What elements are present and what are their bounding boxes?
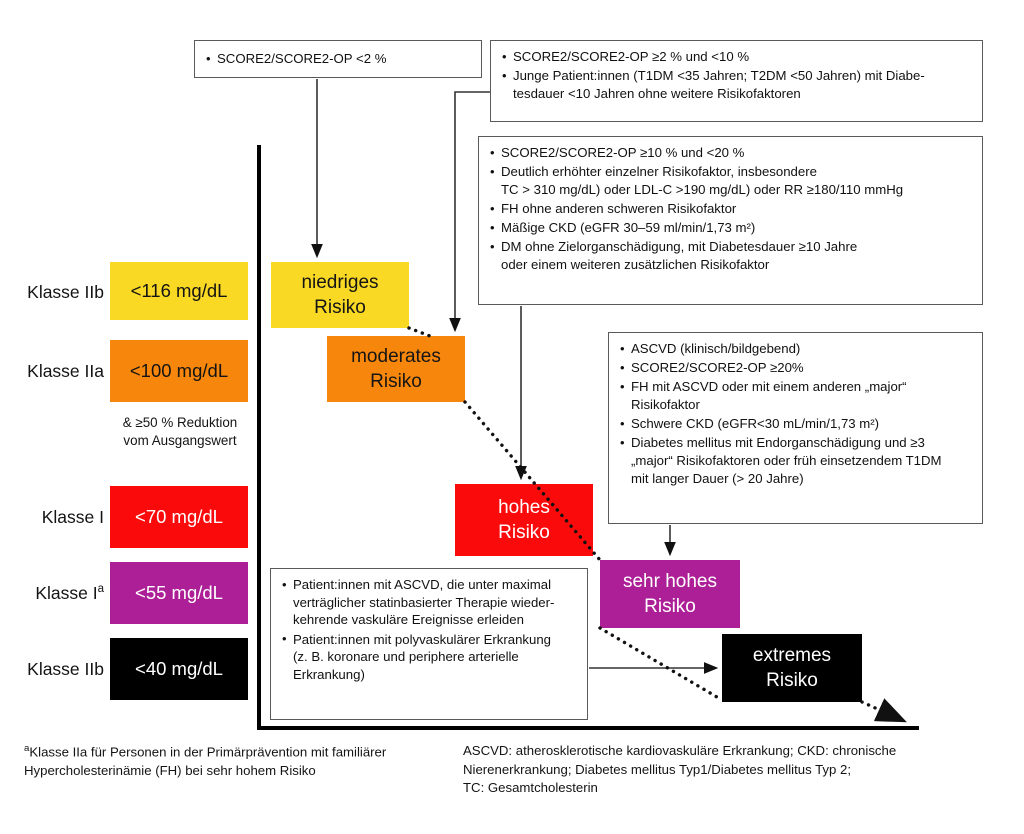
- ldl-target-55: <55 mg/dL: [110, 562, 248, 624]
- klasse-text: Klasse I: [35, 583, 98, 603]
- criteria-item: SCORE2/SCORE2-OP ≥2 % und <10 %: [502, 48, 972, 66]
- risk-label-line1: hohes: [498, 496, 550, 518]
- risk-box-sehr-hohes-risiko: sehr hohes Risiko: [600, 560, 740, 628]
- risk-label-line1: niedriges: [301, 271, 379, 293]
- ldl-value: <40 mg/dL: [135, 658, 223, 679]
- criteria-item: DM ohne Zielorganschädigung, mit Diabete…: [490, 238, 972, 273]
- klasse-text: Klasse IIb: [27, 282, 104, 302]
- ldl-target-100: <100 mg/dL: [110, 340, 248, 402]
- ldl-value: <100 mg/dL: [129, 360, 229, 381]
- risk-label-line2: Risiko: [498, 522, 550, 543]
- criteria-item: SCORE2/SCORE2-OP ≥10 % und <20 %: [490, 144, 972, 162]
- reduktion-note: & ≥50 % Reduktion vom Ausgangswert: [122, 415, 238, 449]
- extreme-risk-criteria-box: Patient:innen mit ASCVD, die unter maxim…: [270, 568, 588, 720]
- criteria-item: SCORE2/SCORE2-OP ≥20%: [620, 359, 972, 377]
- risk-label-line2: Risiko: [644, 596, 696, 617]
- klasse-superscript: a: [97, 583, 104, 596]
- risk-label-line1: extremes: [752, 644, 832, 666]
- ldl-target-70: <70 mg/dL: [110, 486, 248, 548]
- ldl-value: <55 mg/dL: [135, 582, 223, 603]
- risk-box-moderates-risiko: moderates Risiko: [327, 336, 465, 402]
- klasse-label-3: Klasse I: [0, 507, 104, 528]
- klasse-text: Klasse IIb: [27, 659, 104, 679]
- criteria-item: Junge Patient:innen (T1DM <35 Jahren; T2…: [502, 67, 972, 102]
- klasse-label-4: Klasse Ia: [0, 583, 104, 604]
- high-risk-criteria-box: SCORE2/SCORE2-OP ≥10 % und <20 % Deutlic…: [478, 136, 983, 305]
- footnote-superscript: a: [24, 743, 30, 754]
- ldl-value: <70 mg/dL: [135, 506, 223, 527]
- risk-label-line2: Risiko: [766, 670, 818, 691]
- footnote-left: aKlasse IIa für Personen in der Primärpr…: [24, 742, 454, 781]
- criteria-item: ASCVD (klinisch/bildgebend): [620, 340, 972, 358]
- very-high-risk-criteria-box: ASCVD (klinisch/bildgebend) SCORE2/SCORE…: [608, 332, 983, 524]
- criteria-item: Schwere CKD (eGFR<30 mL/min/1,73 m²): [620, 415, 972, 433]
- risk-label-line2: Risiko: [314, 297, 366, 318]
- risk-label-line2: Risiko: [370, 371, 422, 392]
- criteria-item: FH ohne anderen schweren Risikofaktor: [490, 200, 972, 218]
- risk-box-hohes-risiko: hohes Risiko: [455, 484, 593, 556]
- axis-vertical-line: [257, 145, 261, 730]
- moderate-risk-criteria-box: SCORE2/SCORE2-OP ≥2 % und <10 % Junge Pa…: [490, 40, 983, 122]
- risk-label-line1: sehr hohes: [622, 570, 717, 592]
- klasse-text: Klasse I: [41, 507, 104, 527]
- criteria-item: Mäßige CKD (eGFR 30–59 ml/min/1,73 m²): [490, 219, 972, 237]
- klasse-text: Klasse IIa: [27, 361, 104, 381]
- ldl-value: <116 mg/dL: [130, 280, 228, 301]
- low-risk-criteria-box: SCORE2/SCORE2-OP <2 %: [194, 40, 482, 78]
- criteria-item: Patient:innen mit polyvaskulärer Erkrank…: [282, 630, 577, 684]
- criteria-item: SCORE2/SCORE2-OP <2 %: [206, 50, 471, 68]
- criteria-item: FH mit ASCVD oder mit einem anderen „maj…: [620, 378, 972, 413]
- criteria-item: Deutlich erhöhter einzelner Risikofaktor…: [490, 163, 972, 198]
- klasse-label-5: Klasse IIb: [0, 659, 104, 680]
- ldl-target-40: <40 mg/dL: [110, 638, 248, 700]
- axis-horizontal-line: [257, 726, 919, 730]
- risk-box-extremes-risiko: extremes Risiko: [722, 634, 862, 702]
- ldl-target-116: <116 mg/dL: [110, 262, 248, 320]
- risk-label-line1: moderates: [351, 345, 441, 367]
- klasse-label-2: Klasse IIa: [0, 361, 104, 382]
- footnote-left-text: Klasse IIa für Personen in der Primärprä…: [24, 744, 387, 779]
- footnote-abbreviations: ASCVD: atherosklerotische kardiovaskulär…: [463, 743, 897, 796]
- klasse-label-1: Klasse IIb: [0, 282, 104, 303]
- criteria-item: Diabetes mellitus mit Endorganschädigung…: [620, 434, 972, 487]
- risk-box-niedriges-risiko: niedriges Risiko: [271, 262, 409, 328]
- criteria-item: Patient:innen mit ASCVD, die unter maxim…: [282, 575, 577, 629]
